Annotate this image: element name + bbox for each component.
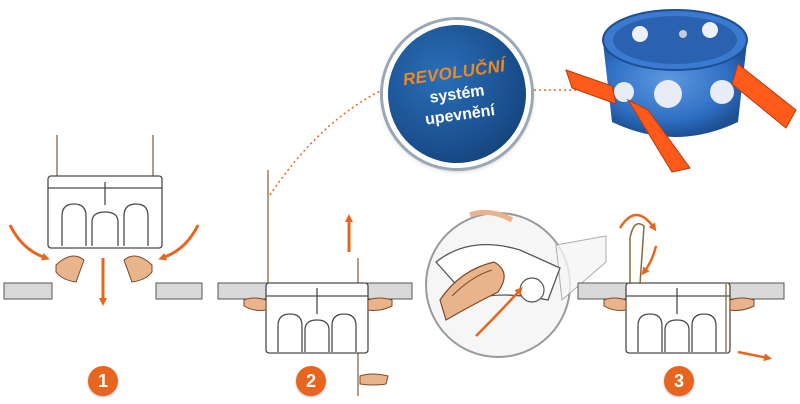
board-left	[3, 282, 53, 300]
wing-left	[565, 69, 617, 105]
wing-front	[626, 98, 691, 173]
box-body	[47, 175, 163, 249]
box-body	[265, 282, 369, 354]
arrow-right-icon	[737, 350, 772, 362]
wing-left	[55, 255, 85, 283]
box-body	[625, 282, 731, 354]
curved-arrow-icon	[8, 224, 50, 261]
step-1-illustration	[3, 135, 203, 306]
product-photo	[565, 9, 797, 173]
wing-right	[731, 63, 797, 129]
curved-arrow-icon	[641, 245, 658, 276]
wing-right	[123, 255, 153, 283]
board-right	[155, 282, 203, 300]
curved-arrow-icon	[158, 224, 200, 261]
step-1-number: 1	[88, 366, 118, 396]
curved-arrow-icon	[618, 213, 657, 232]
step-3-number: 3	[664, 366, 694, 396]
step-2-number: 2	[296, 366, 326, 396]
step-2-illustration	[217, 87, 413, 396]
step-3-illustration	[425, 209, 785, 362]
